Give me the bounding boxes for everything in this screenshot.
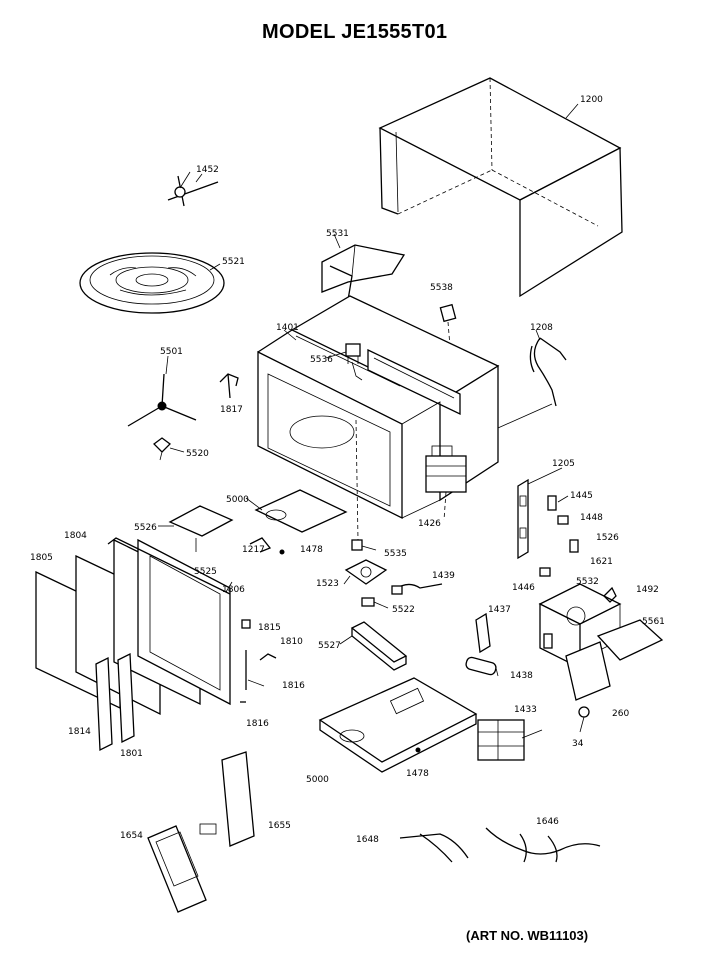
label-1426: 1426 bbox=[418, 519, 441, 529]
label-1438: 1438 bbox=[510, 671, 533, 681]
label-1523: 1523 bbox=[316, 579, 339, 589]
label-1401: 1401 bbox=[276, 323, 299, 333]
door-choke-part bbox=[95, 652, 135, 752]
label-5000-top: 5000 bbox=[226, 495, 249, 505]
label-1446: 1446 bbox=[512, 583, 535, 593]
thermal-fuse-part bbox=[167, 171, 219, 207]
label-1648: 1648 bbox=[356, 835, 379, 845]
label-5520: 5520 bbox=[186, 449, 209, 459]
door-hinge-part bbox=[240, 619, 277, 703]
label-5501: 5501 bbox=[160, 347, 183, 357]
label-1816-bottom: 1816 bbox=[246, 719, 269, 729]
fan-duct-part bbox=[538, 583, 664, 701]
thermostat-part bbox=[345, 343, 361, 364]
label-1478-top: 1478 bbox=[300, 545, 323, 555]
label-5521: 5521 bbox=[222, 257, 245, 267]
label-1478-bottom: 1478 bbox=[406, 769, 429, 779]
part-labels: 1200 1452 5521 5531 5538 1208 1401 5536 … bbox=[30, 95, 665, 845]
label-1217: 1217 bbox=[242, 545, 265, 555]
stirrer-blade-part bbox=[127, 373, 197, 427]
label-1817: 1817 bbox=[220, 405, 243, 415]
switch-small-parts bbox=[539, 495, 579, 577]
label-1646: 1646 bbox=[536, 817, 559, 827]
label-1801: 1801 bbox=[120, 749, 143, 759]
coupler-part bbox=[153, 437, 171, 461]
lamp-part bbox=[578, 706, 590, 733]
label-260: 260 bbox=[612, 709, 629, 719]
label-1621: 1621 bbox=[590, 557, 613, 567]
label-1448: 1448 bbox=[580, 513, 603, 523]
control-board-part bbox=[221, 751, 255, 847]
magnetron-part bbox=[425, 445, 467, 521]
label-5538: 5538 bbox=[430, 283, 453, 293]
oven-cavity-part bbox=[257, 295, 500, 520]
label-1208: 1208 bbox=[530, 323, 553, 333]
label-34: 34 bbox=[572, 739, 584, 749]
stirrer-cover-part bbox=[321, 244, 406, 301]
air-duct-part bbox=[350, 621, 408, 671]
switch-bracket-part bbox=[517, 478, 529, 560]
label-1452: 1452 bbox=[196, 165, 219, 175]
label-1205: 1205 bbox=[552, 459, 575, 469]
transformer-part bbox=[477, 719, 525, 761]
label-1814: 1814 bbox=[68, 727, 91, 737]
wire-harness-part bbox=[399, 827, 601, 863]
glass-tray-part bbox=[79, 252, 225, 314]
label-1433: 1433 bbox=[514, 705, 537, 715]
door-panels-part bbox=[35, 537, 231, 716]
label-1445: 1445 bbox=[570, 491, 593, 501]
label-5525: 5525 bbox=[194, 567, 217, 577]
label-1439: 1439 bbox=[432, 571, 455, 581]
art-number: (ART NO. WB11103) bbox=[466, 928, 589, 943]
label-1816-right: 1816 bbox=[282, 681, 305, 691]
label-5535: 5535 bbox=[384, 549, 407, 559]
label-1806: 1806 bbox=[222, 585, 245, 595]
label-1815: 1815 bbox=[258, 623, 281, 633]
label-5561: 5561 bbox=[642, 617, 665, 627]
label-5522: 5522 bbox=[392, 605, 415, 615]
label-5532: 5532 bbox=[576, 577, 599, 587]
leader-lines bbox=[158, 103, 579, 739]
cavity-floor-part bbox=[168, 489, 348, 555]
turntable-motor-part bbox=[344, 419, 443, 607]
label-5527: 5527 bbox=[318, 641, 341, 651]
latch-part bbox=[219, 373, 239, 399]
label-5526: 5526 bbox=[134, 523, 157, 533]
label-5536: 5536 bbox=[310, 355, 333, 365]
label-1655: 1655 bbox=[268, 821, 291, 831]
base-plate-part bbox=[318, 677, 478, 773]
label-5531: 5531 bbox=[326, 229, 349, 239]
control-panel-part bbox=[147, 823, 217, 913]
label-1200: 1200 bbox=[580, 95, 603, 105]
diode-part bbox=[465, 612, 497, 676]
label-1526: 1526 bbox=[596, 533, 619, 543]
label-1437: 1437 bbox=[488, 605, 511, 615]
page-title: MODEL JE1555T01 bbox=[262, 21, 448, 43]
outer-case-part bbox=[378, 77, 623, 298]
label-1492: 1492 bbox=[636, 585, 659, 595]
label-5000-bottom: 5000 bbox=[306, 775, 329, 785]
label-1654: 1654 bbox=[120, 831, 143, 841]
label-1805: 1805 bbox=[30, 553, 53, 563]
label-1810: 1810 bbox=[280, 637, 303, 647]
label-1804: 1804 bbox=[64, 531, 87, 541]
